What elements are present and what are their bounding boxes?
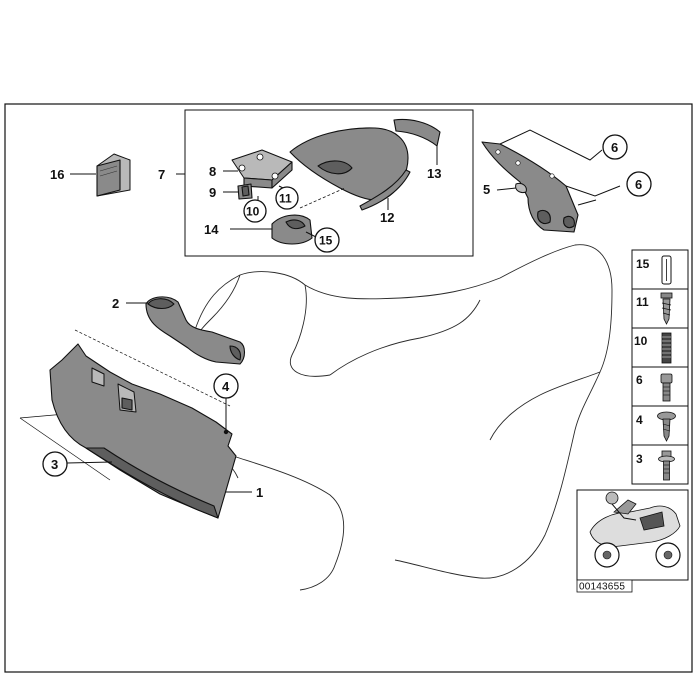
collar-screw-icon xyxy=(660,373,673,402)
label-2: 2 xyxy=(112,296,119,311)
label-11: 11 xyxy=(279,192,292,206)
fastener-number-15: 15 xyxy=(636,257,650,271)
fastener-number-3: 3 xyxy=(636,452,643,466)
fastener-number-6: 6 xyxy=(636,373,643,387)
label-3: 3 xyxy=(51,457,58,472)
label-8: 8 xyxy=(209,164,216,179)
label-10: 10 xyxy=(246,205,260,219)
washer-screw-icon xyxy=(658,450,675,481)
callout-circle-6b xyxy=(626,171,652,197)
diagram-frame xyxy=(4,103,693,673)
expanding-rivet-icon xyxy=(661,255,672,285)
label-1: 1 xyxy=(256,485,263,500)
bracket-part-8 xyxy=(231,149,293,189)
label-14: 14 xyxy=(204,222,219,237)
callout-circle-10 xyxy=(243,199,267,223)
diagram-code: 00143655 xyxy=(579,582,625,593)
fastener-table: 15 11 10 6 xyxy=(631,249,689,485)
callout-circle-4 xyxy=(213,373,239,399)
inset-box-group-7 xyxy=(184,109,474,257)
motorcycle-thumbnail: 00143655 xyxy=(576,489,689,593)
threaded-stud-icon xyxy=(661,332,672,364)
clip-part-9 xyxy=(237,183,253,200)
manual-booklet-16 xyxy=(96,153,131,197)
label-4: 4 xyxy=(222,379,230,394)
trim-strip-12 xyxy=(359,169,411,211)
fastener-number-4: 4 xyxy=(636,413,643,427)
callout-circle-3 xyxy=(42,451,68,477)
callout-circle-15 xyxy=(314,227,340,253)
callout-circle-11 xyxy=(275,186,299,210)
fastener-number-11: 11 xyxy=(636,295,649,309)
label-7: 7 xyxy=(158,167,165,182)
side-panel-part-5 xyxy=(481,141,579,233)
air-duct-part-2 xyxy=(145,296,246,365)
label-13: 13 xyxy=(427,166,441,181)
fastener-number-10: 10 xyxy=(634,334,648,348)
label-16: 16 xyxy=(50,167,64,182)
label-9: 9 xyxy=(209,185,216,200)
flange-screw-icon xyxy=(657,411,676,442)
label-12: 12 xyxy=(380,210,394,225)
self-tapping-screw-icon xyxy=(660,292,673,325)
label-6b: 6 xyxy=(635,177,642,192)
callout-circle-6a xyxy=(602,134,628,160)
motorcycle-ghost-outline xyxy=(194,244,613,591)
pad-part-14 xyxy=(271,214,313,245)
side-fairing-part-1 xyxy=(49,343,237,519)
label-5: 5 xyxy=(483,182,490,197)
label-6a: 6 xyxy=(611,140,618,155)
label-15: 15 xyxy=(319,234,333,248)
